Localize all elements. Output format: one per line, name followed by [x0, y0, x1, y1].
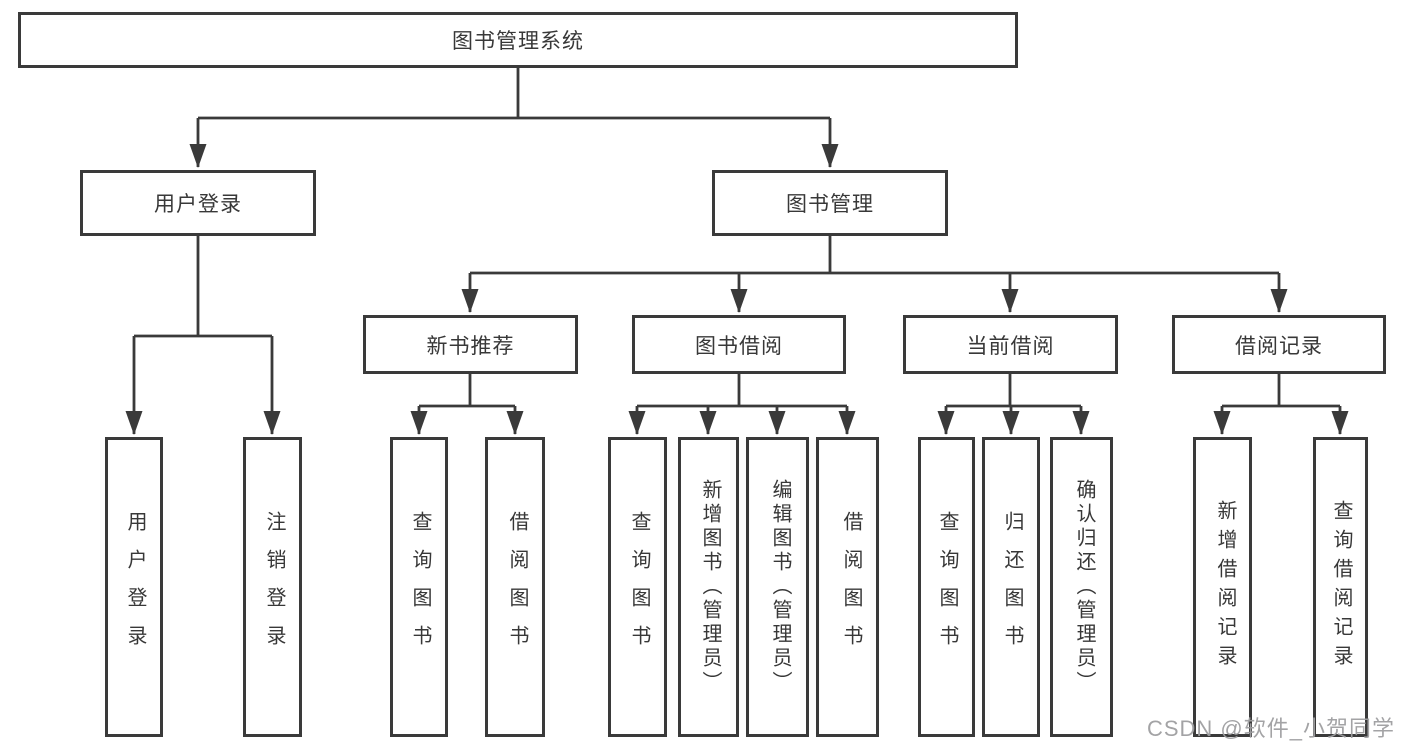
- node-new-book-recommend: 新书推荐: [363, 315, 578, 374]
- node-user-login: 用户登录: [80, 170, 316, 236]
- leaf-return-books: 归还图书: [982, 437, 1040, 737]
- watermark: CSDN @软件_小贺同学: [1146, 716, 1395, 741]
- leaf-borrow-books: 借阅图书: [816, 437, 879, 737]
- leaf-query-books-recommend: 查询图书: [390, 437, 448, 737]
- leaf-query-borrow-record: 查询借阅记录: [1313, 437, 1368, 737]
- leaf-add-borrow-record: 新增借阅记录: [1193, 437, 1252, 737]
- node-current-borrow: 当前借阅: [903, 315, 1118, 374]
- node-book-management: 图书管理: [712, 170, 948, 236]
- leaf-edit-books-admin: 编辑图书（管理员）: [746, 437, 809, 737]
- leaf-borrow-books-recommend: 借阅图书: [485, 437, 545, 737]
- node-book-borrow: 图书借阅: [632, 315, 846, 374]
- leaf-add-books-admin: 新增图书（管理员）: [678, 437, 739, 737]
- leaf-user-login: 用户登录: [105, 437, 163, 737]
- leaf-query-books-borrow: 查询图书: [608, 437, 667, 737]
- leaf-query-books-current: 查询图书: [918, 437, 975, 737]
- node-borrow-records: 借阅记录: [1172, 315, 1386, 374]
- node-library-management-system: 图书管理系统: [18, 12, 1018, 68]
- leaf-logout: 注销登录: [243, 437, 302, 737]
- leaf-confirm-return-admin: 确认归还（管理员）: [1050, 437, 1113, 737]
